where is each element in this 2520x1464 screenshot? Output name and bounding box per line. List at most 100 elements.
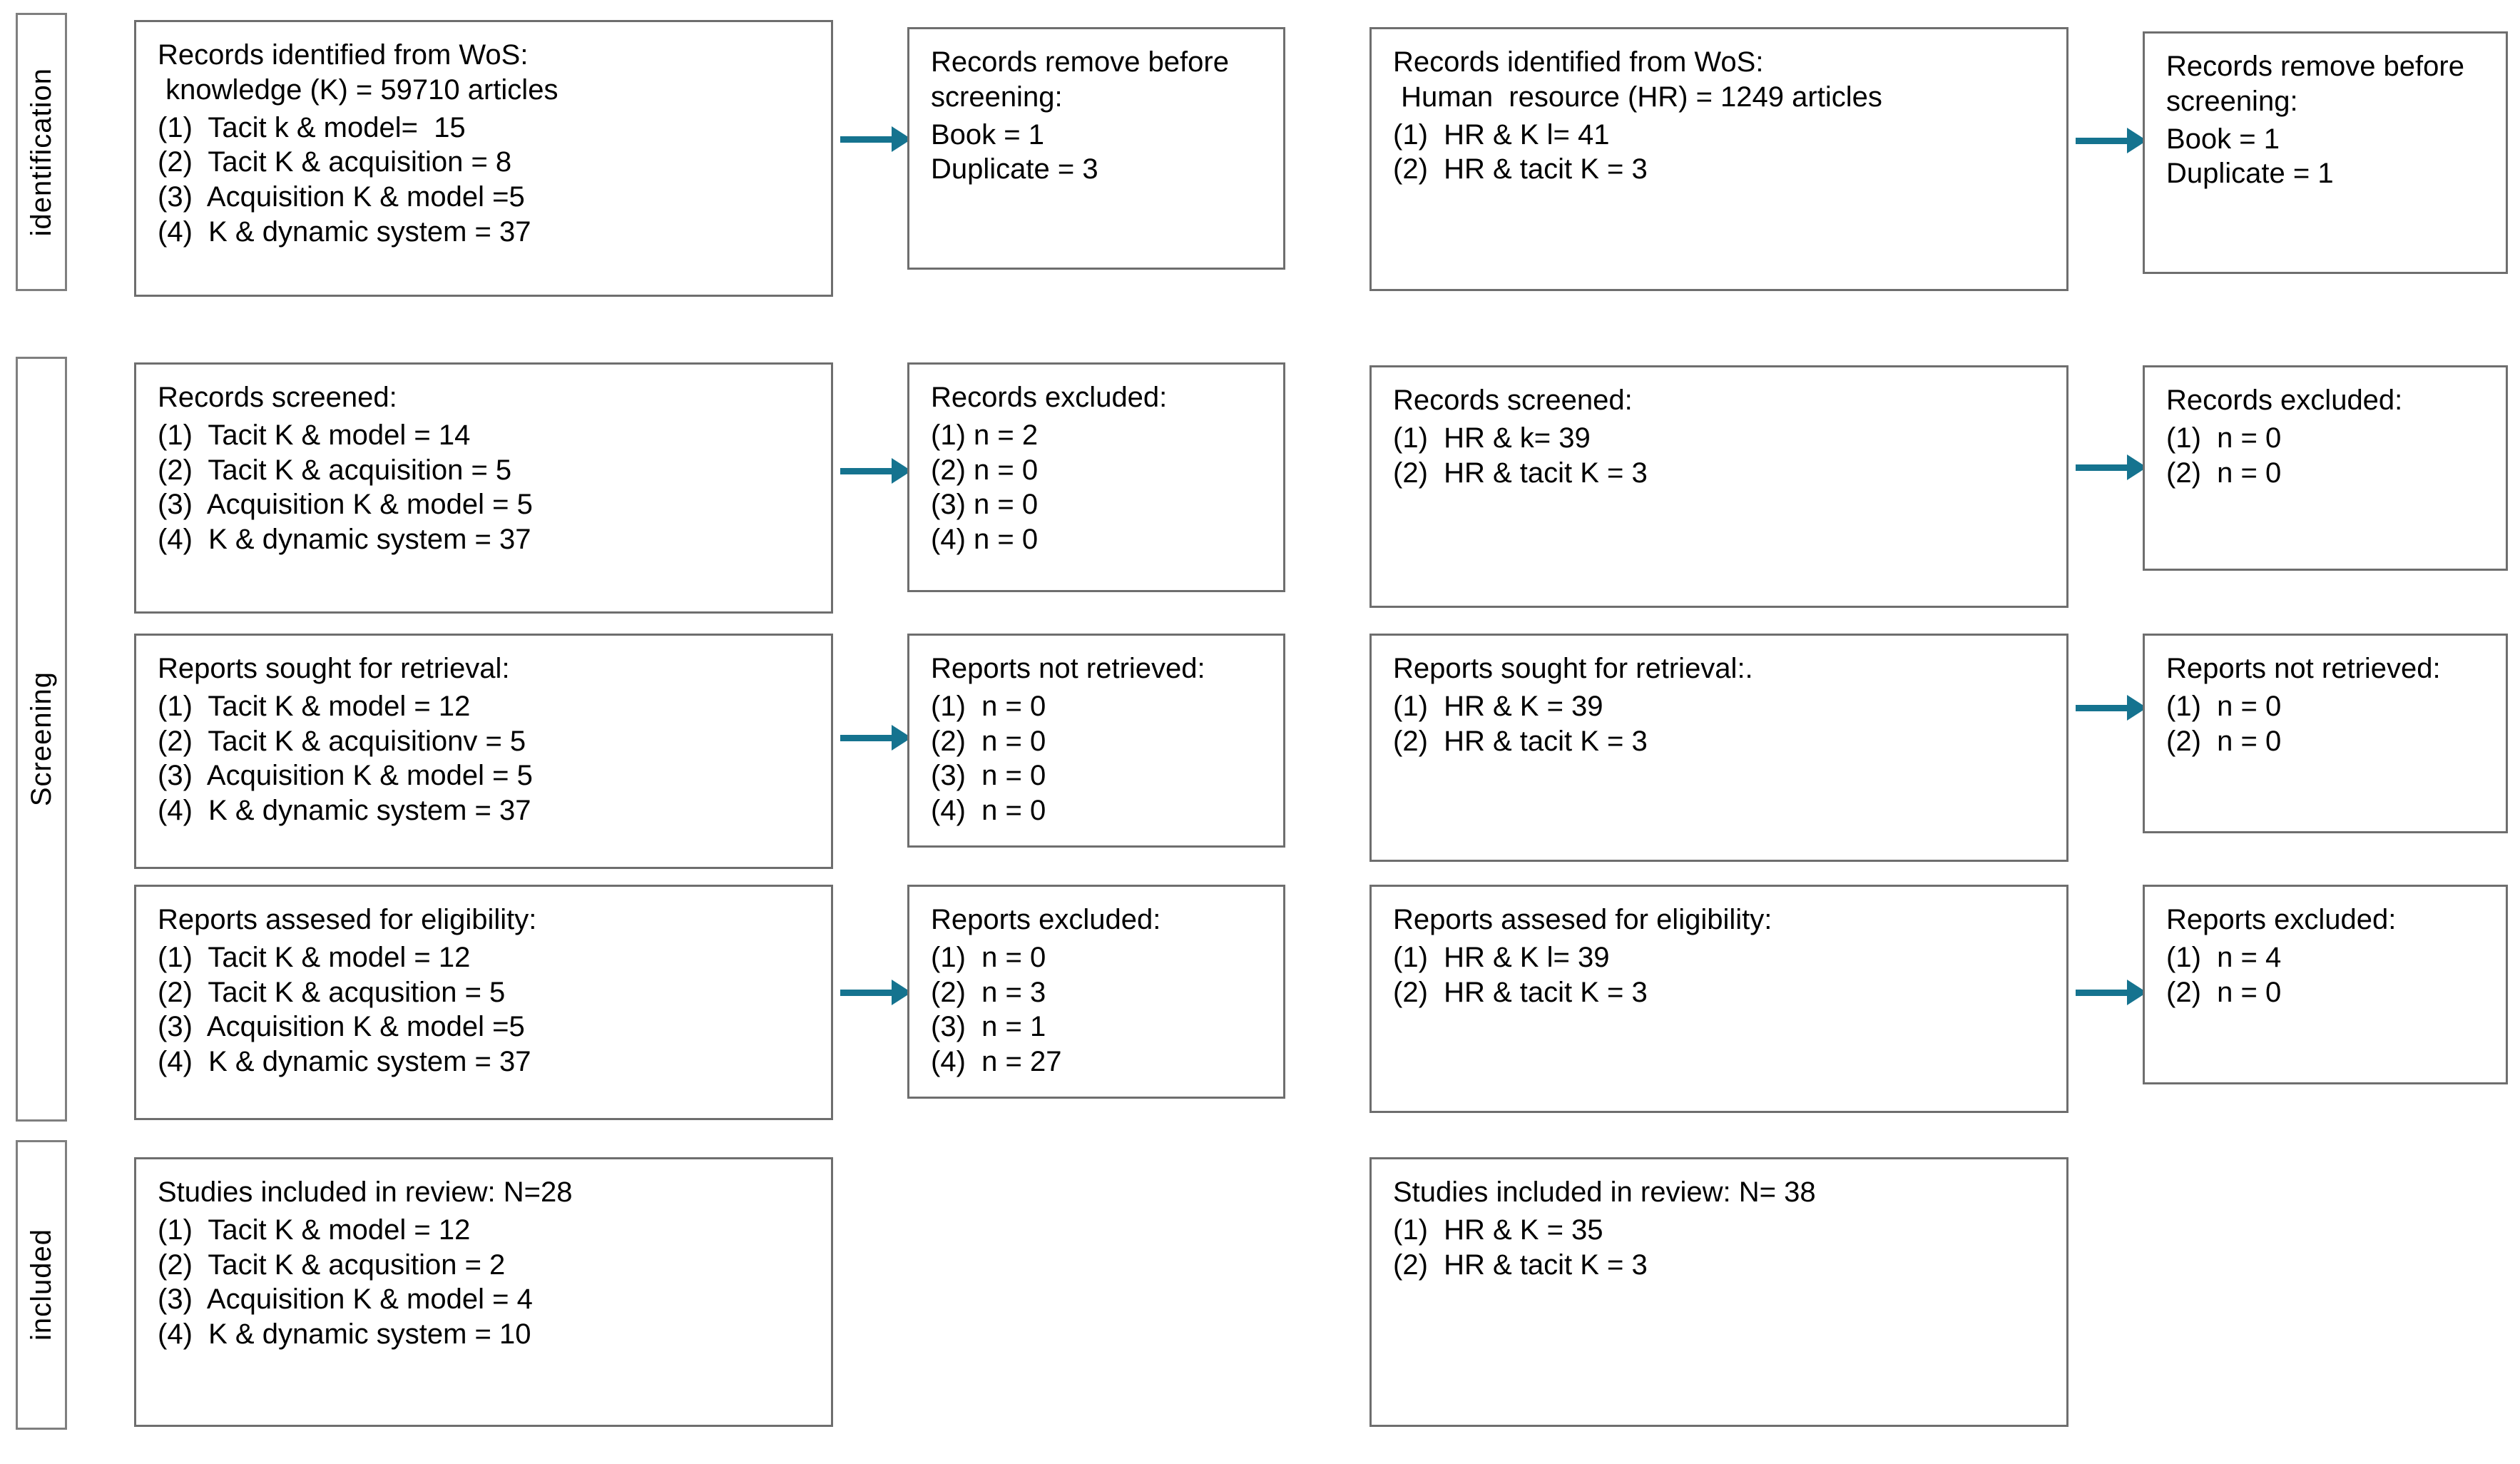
arrow-right-identification-to-removed [2076, 128, 2147, 153]
arrow-shaft [840, 990, 893, 996]
list-item: (3) Acquisition K & model =5 [158, 181, 525, 213]
box-title: Records remove before screening: [2166, 51, 2464, 117]
list-item: (2) Tacit K & acquisitionv = 5 [158, 725, 526, 757]
list-item: (2) n = 0 [2166, 725, 2282, 757]
stage-label-included: included [25, 1229, 57, 1341]
box-left-reports-not-retrieved: Reports not retrieved: (1) n = 0 (2) n =… [907, 634, 1285, 848]
box-title: Reports not retrieved: [2166, 653, 2441, 684]
box-right-records-screened: Records screened: (1) HR & k= 39 (2) HR … [1369, 365, 2068, 608]
box-right-records-excluded: Records excluded: (1) n = 0 (2) n = 0 [2143, 365, 2508, 571]
arrow-left-screened-to-excluded [840, 458, 912, 484]
stage-label-identification: identification [25, 67, 57, 237]
list-item: (1) n = 0 [2166, 690, 2282, 722]
list-item: (3) Acquisition K & model =5 [158, 1011, 525, 1043]
box-title: Reports not retrieved: [931, 653, 1205, 684]
list-item: (1) HR & K = 35 [1393, 1214, 1603, 1246]
box-right-reports-eligibility: Reports assesed for eligibility: (1) HR … [1369, 885, 2068, 1113]
list-item: Duplicate = 1 [2166, 158, 2334, 190]
arrow-shaft [2076, 138, 2128, 144]
box-item-list: (1) Tacit k & model= 15 (2) Tacit K & ac… [158, 111, 812, 250]
box-title: Records screened: [158, 382, 397, 413]
list-item: (1) HR & k= 39 [1393, 422, 1591, 454]
list-item: Book = 1 [931, 118, 1045, 151]
arrow-shaft [2076, 464, 2128, 471]
list-item: (2) HR & tacit K = 3 [1393, 1249, 1648, 1281]
box-item-list: (1) n = 0 (2) n = 3 (3) n = 1 (4) n = 27 [931, 940, 1265, 1079]
box-right-reports-excluded: Reports excluded: (1) n = 4 (2) n = 0 [2143, 885, 2508, 1084]
list-item: (2) Tacit K & acqusition = 5 [158, 976, 506, 1008]
box-title: Reports sought for retrieval:. [1393, 653, 1753, 684]
box-title: Reports sought for retrieval: [158, 653, 510, 684]
stage-rail-screening: Screening [16, 357, 67, 1122]
arrow-shaft [840, 735, 893, 741]
list-item: (4) K & dynamic system = 10 [158, 1318, 531, 1351]
box-left-identification-removed: Records remove before screening: Book = … [907, 27, 1285, 270]
list-item: (2) n = 0 [931, 454, 1039, 486]
box-item-list: (1) n = 2 (2) n = 0 (3) n = 0 (4) n = 0 [931, 418, 1265, 557]
list-item: Duplicate = 3 [931, 153, 1098, 185]
stage-rail-identification: identification [16, 13, 67, 291]
arrow-right-screened-to-excluded [2076, 454, 2147, 480]
stage-label-screening: Screening [25, 671, 57, 807]
box-title: Reports excluded: [931, 904, 1161, 935]
box-title: Records excluded: [2166, 385, 2403, 416]
list-item: (3) Acquisition K & model = 5 [158, 760, 533, 792]
list-item: (4) n = 27 [931, 1046, 1062, 1078]
arrow-shaft [840, 468, 893, 474]
box-item-list: (1) HR & K = 35 (2) HR & tacit K = 3 [1393, 1213, 2048, 1283]
box-left-included: Studies included in review: N=28 (1) Tac… [134, 1157, 833, 1427]
box-left-reports-sought: Reports sought for retrieval: (1) Tacit … [134, 634, 833, 869]
list-item: (3) Acquisition K & model = 4 [158, 1283, 533, 1316]
box-title: Records identified from WoS: knowledge (… [158, 39, 558, 106]
box-item-list: (1) HR & K l= 41 (2) HR & tacit K = 3 [1393, 118, 2048, 188]
list-item: (4) K & dynamic system = 37 [158, 1046, 531, 1078]
box-item-list: (1) Tacit K & model = 12 (2) Tacit K & a… [158, 940, 812, 1079]
list-item: (2) n = 0 [2166, 457, 2282, 489]
box-right-identification-main: Records identified from WoS: Human resou… [1369, 27, 2068, 291]
list-item: (2) Tacit K & acqusition = 2 [158, 1249, 506, 1281]
box-item-list: (1) Tacit K & model = 14 (2) Tacit K & a… [158, 418, 812, 557]
box-left-reports-eligibility: Reports assesed for eligibility: (1) Tac… [134, 885, 833, 1120]
list-item: (3) n = 1 [931, 1011, 1046, 1043]
list-item: (2) HR & tacit K = 3 [1393, 457, 1648, 489]
box-title: Studies included in review: N=28 [158, 1176, 573, 1208]
list-item: (2) n = 0 [931, 725, 1046, 757]
list-item: (4) n = 0 [931, 795, 1046, 827]
list-item: (4) K & dynamic system = 37 [158, 215, 531, 248]
box-left-identification-main: Records identified from WoS: knowledge (… [134, 20, 833, 297]
arrow-shaft [2076, 705, 2128, 711]
list-item: Book = 1 [2166, 123, 2280, 155]
box-title: Reports assesed for eligibility: [1393, 904, 1772, 935]
box-item-list: (1) Tacit K & model = 12 (2) Tacit K & a… [158, 689, 812, 828]
arrow-shaft [840, 136, 893, 143]
list-item: (2) n = 3 [931, 976, 1046, 1008]
list-item: (1) Tacit k & model= 15 [158, 111, 466, 143]
box-item-list: (1) n = 0 (2) n = 0 [2166, 421, 2487, 491]
arrow-shaft [2076, 990, 2128, 996]
list-item: (2) Tacit K & acquisition = 5 [158, 454, 512, 486]
box-right-identification-removed: Records remove before screening: Book = … [2143, 31, 2508, 274]
box-item-list: (1) HR & k= 39 (2) HR & tacit K = 3 [1393, 421, 2048, 491]
arrow-left-identification-to-removed [840, 126, 912, 152]
box-item-list: (1) HR & K = 39 (2) HR & tacit K = 3 [1393, 689, 2048, 759]
list-item: (4) n = 0 [931, 524, 1039, 556]
list-item: (1) n = 4 [2166, 941, 2282, 973]
box-title: Records excluded: [931, 382, 1168, 413]
box-title: Records screened: [1393, 385, 1633, 416]
box-title: Records identified from WoS: Human resou… [1393, 46, 1882, 113]
list-item: (1) Tacit K & model = 12 [158, 690, 471, 722]
list-item: (1) HR & K = 39 [1393, 690, 1603, 722]
arrow-left-sought-to-not-retrieved [840, 725, 912, 751]
list-item: (3) n = 0 [931, 760, 1046, 792]
list-item: (1) n = 0 [2166, 422, 2282, 454]
box-title: Records remove before screening: [931, 46, 1229, 113]
list-item: (1) n = 0 [931, 941, 1046, 973]
list-item: (2) HR & tacit K = 3 [1393, 725, 1648, 757]
box-right-included: Studies included in review: N= 38 (1) HR… [1369, 1157, 2068, 1427]
list-item: (1) Tacit K & model = 12 [158, 1214, 471, 1246]
arrow-right-sought-to-not-retrieved [2076, 695, 2147, 721]
list-item: (3) Acquisition K & model = 5 [158, 489, 533, 521]
box-item-list: (1) HR & K l= 39 (2) HR & tacit K = 3 [1393, 940, 2048, 1010]
box-item-list: (1) n = 0 (2) n = 0 [2166, 689, 2487, 759]
